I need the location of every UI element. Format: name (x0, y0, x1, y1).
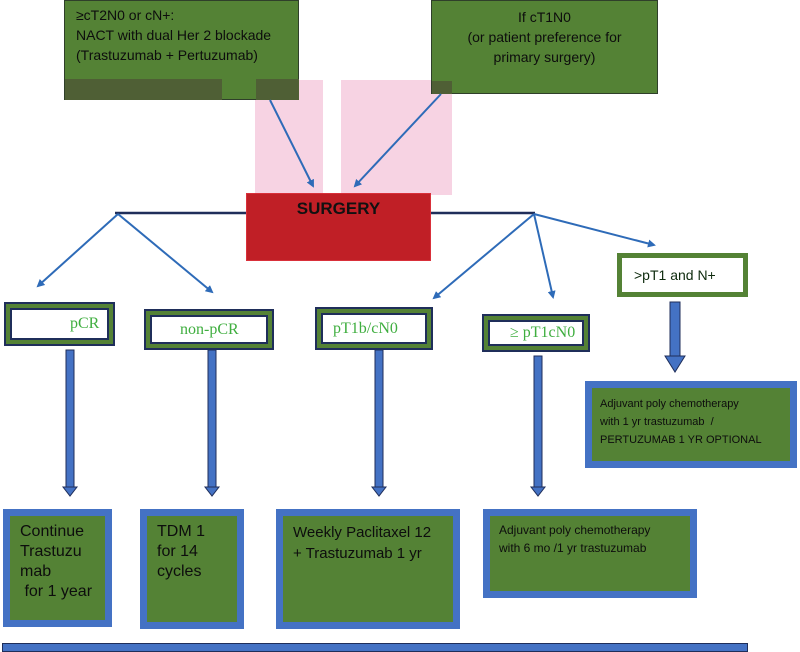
outcome-box-ge-pt1cn0: ≥ pT1cN0 (482, 314, 590, 352)
criteria-line: ≥cT2N0 or cN+: (76, 7, 175, 23)
outcome-label: pT1b/cN0 (321, 313, 427, 344)
treatment-line: TDM 1 (157, 523, 205, 540)
treatment-box-tdm1: TDM 1 for 14 cycles (140, 509, 244, 629)
treatment-box-continue-trastuzumab: Continue Trastuzu mab for 1 year (3, 509, 112, 627)
down-arrow-non-pcr (203, 349, 221, 497)
treatment-line: Weekly Paclitaxel 12 (293, 524, 432, 541)
criteria-line: (Trastuzumab + Pertuzumab) (76, 47, 258, 63)
shade-band (65, 79, 222, 100)
treatment-line: PERTUZUMAB 1 YR OPTIONAL (600, 434, 762, 446)
surgery-box: SURGERY (246, 193, 431, 261)
arrow-neoadjuvant-to-surgery (269, 99, 314, 188)
outcome-box-pcr: pCR (4, 302, 115, 346)
criteria-line: (or patient preference for (467, 29, 622, 45)
treatment-line: cycles (157, 563, 202, 580)
treatment-line: mab (20, 563, 52, 580)
treatment-line: with 6 mo /1 yr trastuzumab (499, 541, 647, 555)
down-arrow-ge-pt1cn0 (529, 355, 547, 497)
surgery-label: SURGERY (296, 199, 381, 218)
pink-highlight-right (341, 80, 452, 195)
outcome-label: ≥ pT1cN0 (488, 320, 584, 346)
shade-band (432, 81, 452, 94)
down-arrow-pcr (61, 349, 79, 497)
outcome-label: pCR (10, 308, 109, 340)
primary-surgery-criteria-box: If cT1N0 (or patient preference for prim… (431, 0, 658, 94)
outcome-box-non-pcr: non-pCR (144, 309, 274, 350)
criteria-line: NACT with dual Her 2 blockade (76, 27, 272, 43)
treatment-line: Adjuvant poly chemotherapy (499, 523, 651, 537)
criteria-line: primary surgery) (493, 49, 596, 65)
down-arrow-pt1b-cn0 (370, 349, 388, 497)
shade-band (256, 79, 299, 100)
outcome-label: non-pCR (150, 315, 268, 344)
treatment-line: for 14 (157, 543, 198, 560)
arrow-primary-to-surgery (353, 93, 442, 188)
arrow-to-ge-pt1cn0 (533, 213, 556, 299)
bottom-bar (2, 643, 748, 652)
treatment-line: with 1 yr trastuzumab / (600, 416, 714, 428)
treatment-box-adjuvant-6mo: Adjuvant poly chemotherapy with 6 mo /1 … (483, 509, 697, 598)
down-arrow-gt-pt1-n-plus (664, 301, 686, 373)
arrow-to-pt1b-cn0 (432, 213, 535, 300)
treatment-line: Trastuzu (20, 543, 82, 560)
outcome-box-pt1b-cn0: pT1b/cN0 (315, 307, 433, 350)
arrow-to-pcr (36, 213, 119, 288)
treatment-line: Adjuvant poly chemotherapy (600, 398, 739, 410)
arrow-to-non-pcr (117, 213, 214, 294)
treatment-line: + Trastuzumab 1 yr (293, 545, 422, 562)
criteria-line: If cT1N0 (518, 9, 571, 25)
treatment-box-adjuvant-1yr: Adjuvant poly chemotherapy with 1 yr tra… (585, 381, 797, 468)
arrow-to-gt-pt1-n-plus (533, 213, 656, 248)
outcome-box-gt-pt1-n-plus: >pT1 and N+ (617, 253, 748, 297)
treatment-box-weekly-paclitaxel: Weekly Paclitaxel 12 + Trastuzumab 1 yr (276, 509, 460, 629)
treatment-line: for 1 year (20, 583, 93, 600)
neoadjuvant-criteria-box: ≥cT2N0 or cN+: NACT with dual Her 2 bloc… (64, 0, 299, 100)
treatment-line: Continue (20, 523, 85, 540)
outcome-label: >pT1 and N+ (622, 258, 743, 292)
